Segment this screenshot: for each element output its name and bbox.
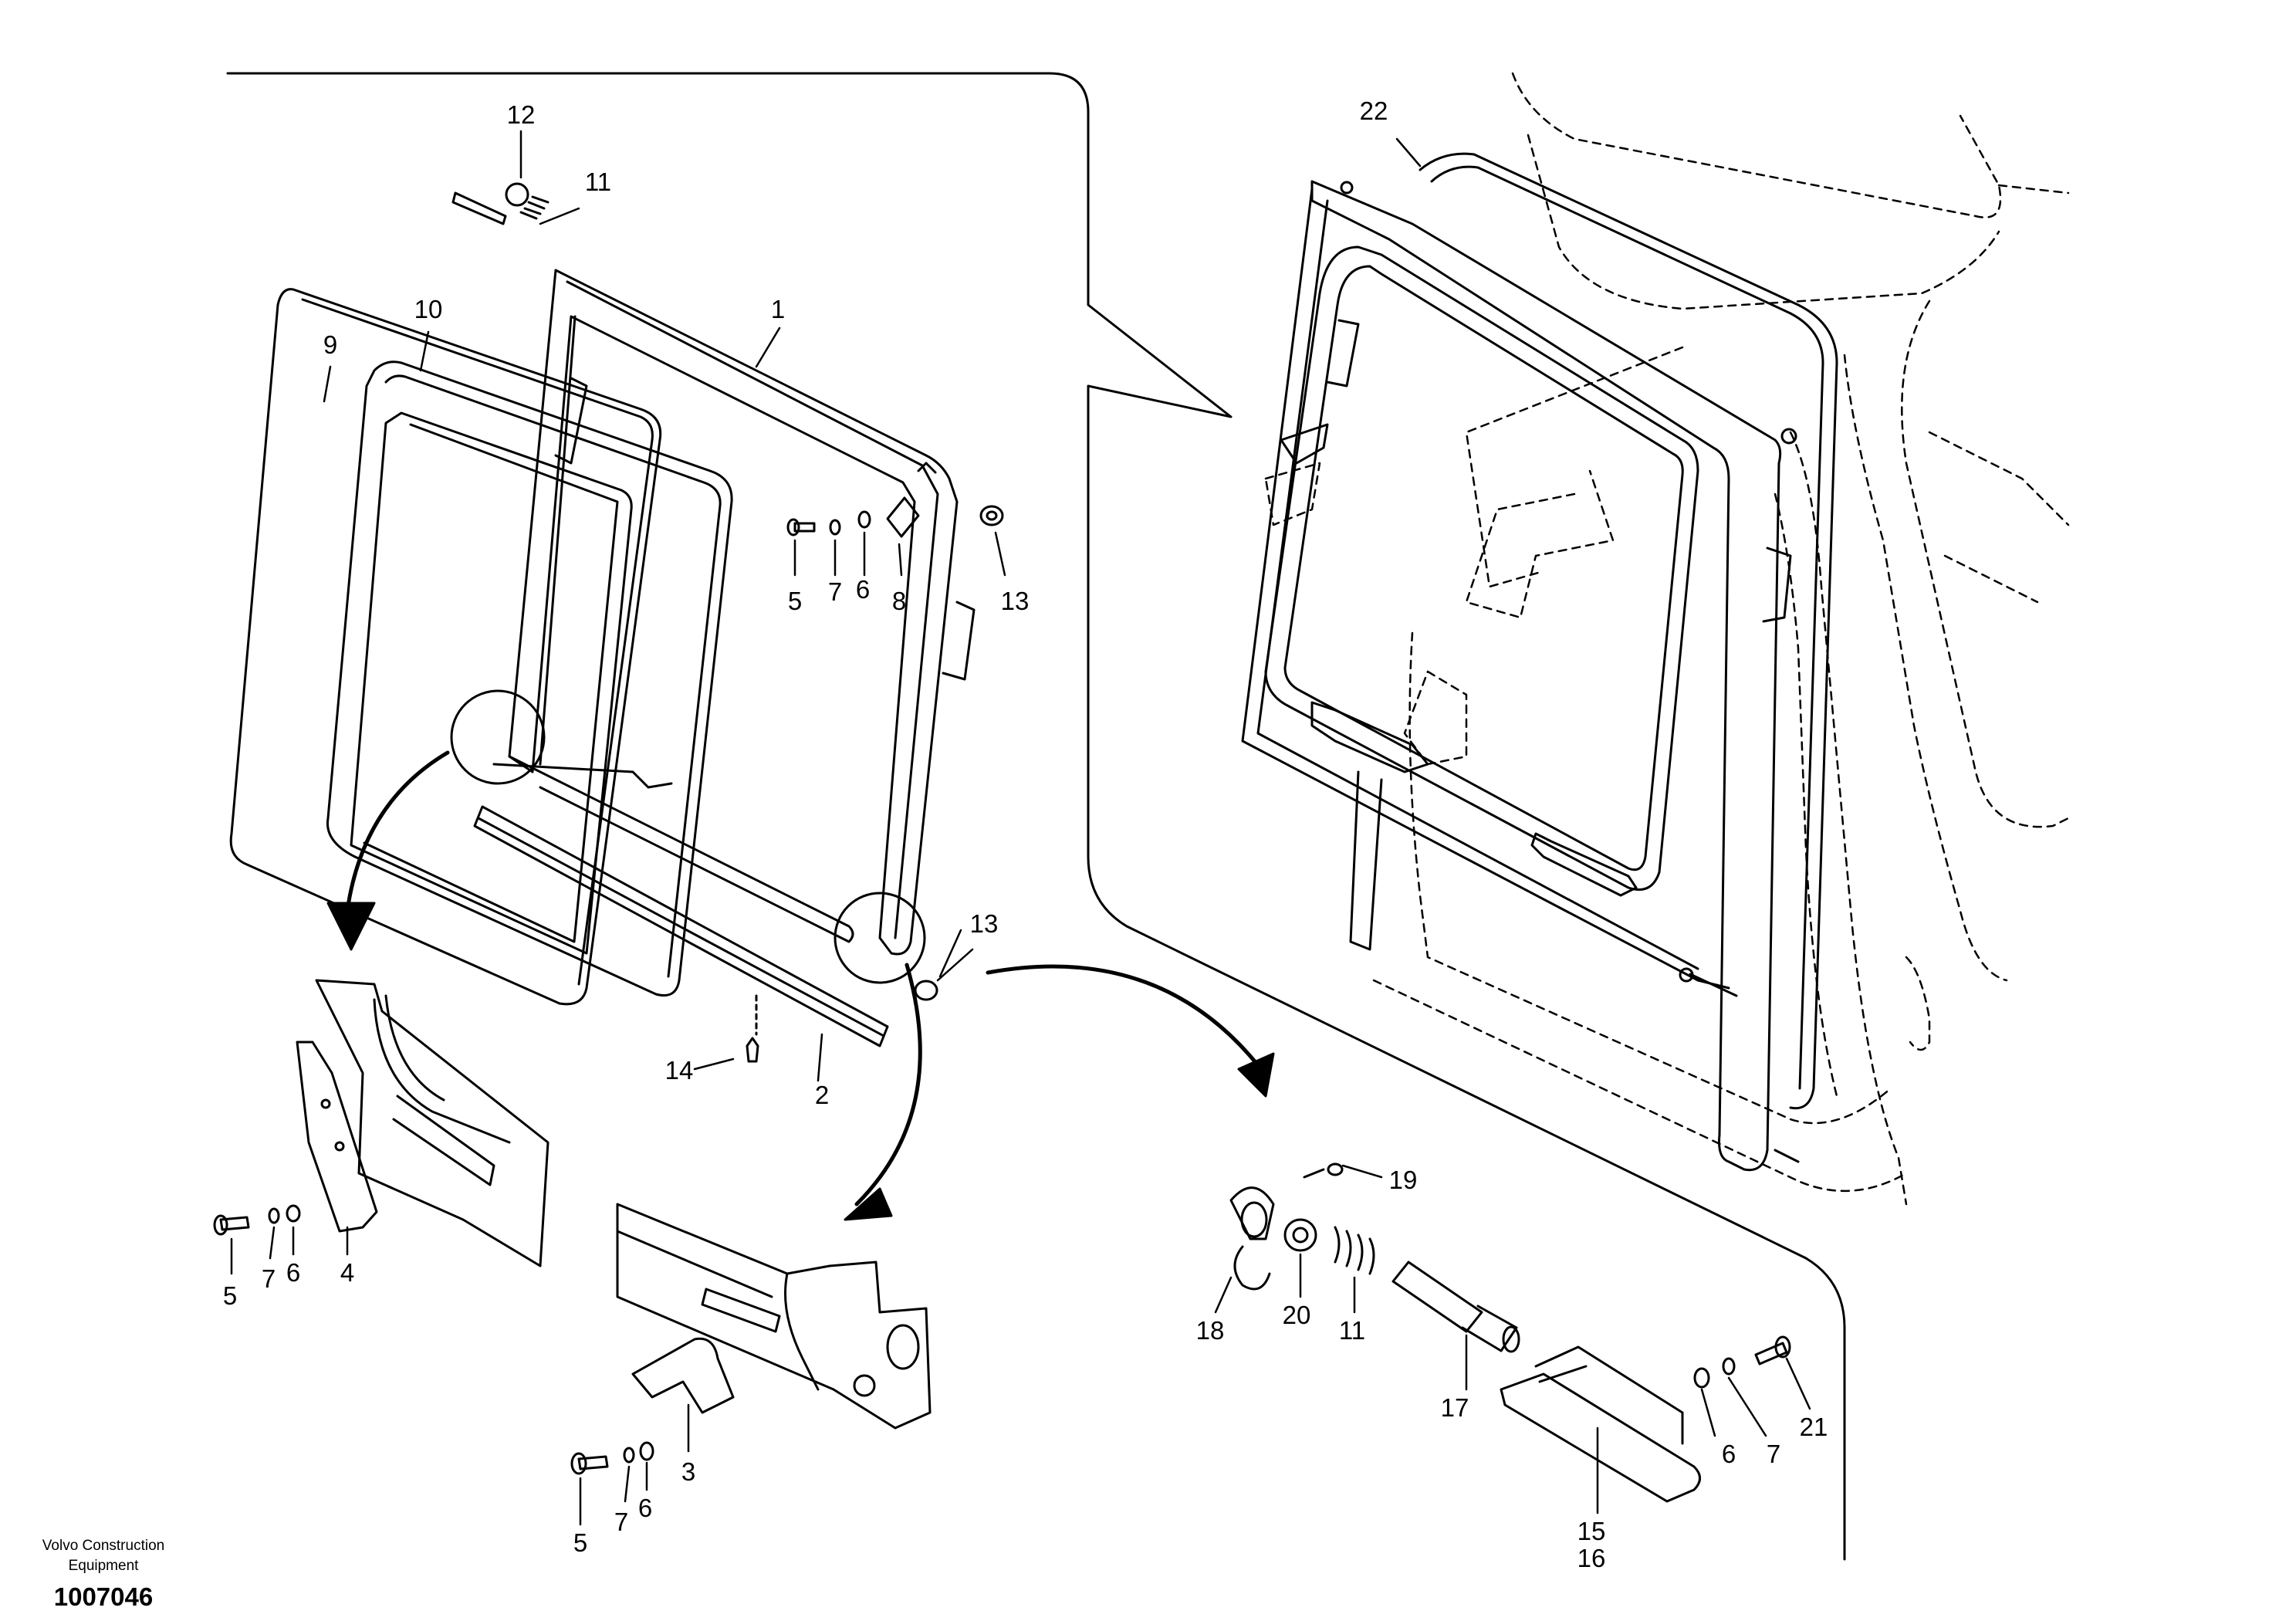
arrow-detail-left (345, 750, 450, 913)
callout-8: 8 (892, 587, 906, 615)
callout-16: 16 (1577, 1544, 1606, 1572)
manufacturer-label: Volvo Construction Equipment (42, 1538, 165, 1574)
detail-circle-left (450, 689, 546, 785)
callout-7-top: 7 (828, 577, 842, 606)
detail-corner-left (315, 979, 549, 1267)
callout-5-top: 5 (788, 587, 802, 615)
bracket-3 (631, 1337, 735, 1414)
callout-7-left: 7 (262, 1264, 276, 1293)
latch-pin-17 (1391, 1261, 1483, 1333)
callout-7-right: 7 (1767, 1440, 1780, 1468)
callout-21: 21 (1800, 1413, 1828, 1441)
callout-2: 2 (815, 1081, 829, 1109)
callout-3: 3 (681, 1457, 695, 1486)
cab-outline (1264, 72, 2070, 1206)
callout-11-right: 11 (1339, 1316, 1365, 1345)
callout-13-mid: 13 (970, 909, 999, 938)
window-track-2 (473, 805, 889, 1047)
window-seal-10 (326, 360, 733, 997)
plate-8 (886, 496, 920, 538)
callout-19: 19 (1389, 1166, 1418, 1194)
handle-pin-12 (451, 191, 507, 225)
latch-bracket-15 (1500, 1372, 1701, 1503)
latch-eye-18 (1229, 1186, 1275, 1240)
drawing-number: 1007046 (53, 1582, 154, 1611)
callout-5-left: 5 (223, 1281, 237, 1310)
callout-9: 9 (323, 330, 337, 359)
callout-12: 12 (507, 100, 536, 129)
bracket-4 (296, 1041, 378, 1233)
callout-6-top: 6 (856, 575, 870, 604)
callout-7-bottom: 7 (614, 1508, 628, 1536)
callout-10: 10 (414, 295, 443, 323)
callout-15: 15 (1577, 1517, 1606, 1545)
washer-20 (1283, 1218, 1317, 1252)
callout-labels: 12 11 1 10 9 5 7 6 8 13 13 14 2 22 5 7 6… (223, 96, 1828, 1572)
callout-1: 1 (771, 295, 785, 323)
window-frame-1 (508, 269, 959, 956)
callout-6-left: 6 (286, 1258, 300, 1287)
callout-18: 18 (1196, 1316, 1225, 1345)
callout-14: 14 (665, 1056, 694, 1085)
callout-6-right: 6 (1722, 1440, 1736, 1468)
arrow-detail-mid (854, 963, 922, 1206)
arrow-detail-right (986, 964, 1260, 1068)
window-glass-9 (229, 288, 662, 1006)
callout-22: 22 (1360, 96, 1388, 125)
spring-11 (1334, 1226, 1375, 1275)
callout-6-bottom: 6 (638, 1494, 652, 1522)
installed-window (1241, 152, 1838, 1172)
callout-20: 20 (1283, 1301, 1311, 1329)
detail-border-frame (226, 72, 1846, 1561)
callout-4: 4 (340, 1258, 354, 1287)
callout-5-bottom: 5 (573, 1528, 587, 1557)
detail-circle-right (834, 892, 926, 984)
callout-17: 17 (1441, 1393, 1469, 1422)
detail-corner-mid (616, 1203, 932, 1430)
installed-window-seal-22 (1419, 152, 1838, 1110)
callout-13-top: 13 (1001, 587, 1030, 615)
leader-lines (230, 130, 1811, 1526)
callout-11-top: 11 (585, 168, 611, 196)
